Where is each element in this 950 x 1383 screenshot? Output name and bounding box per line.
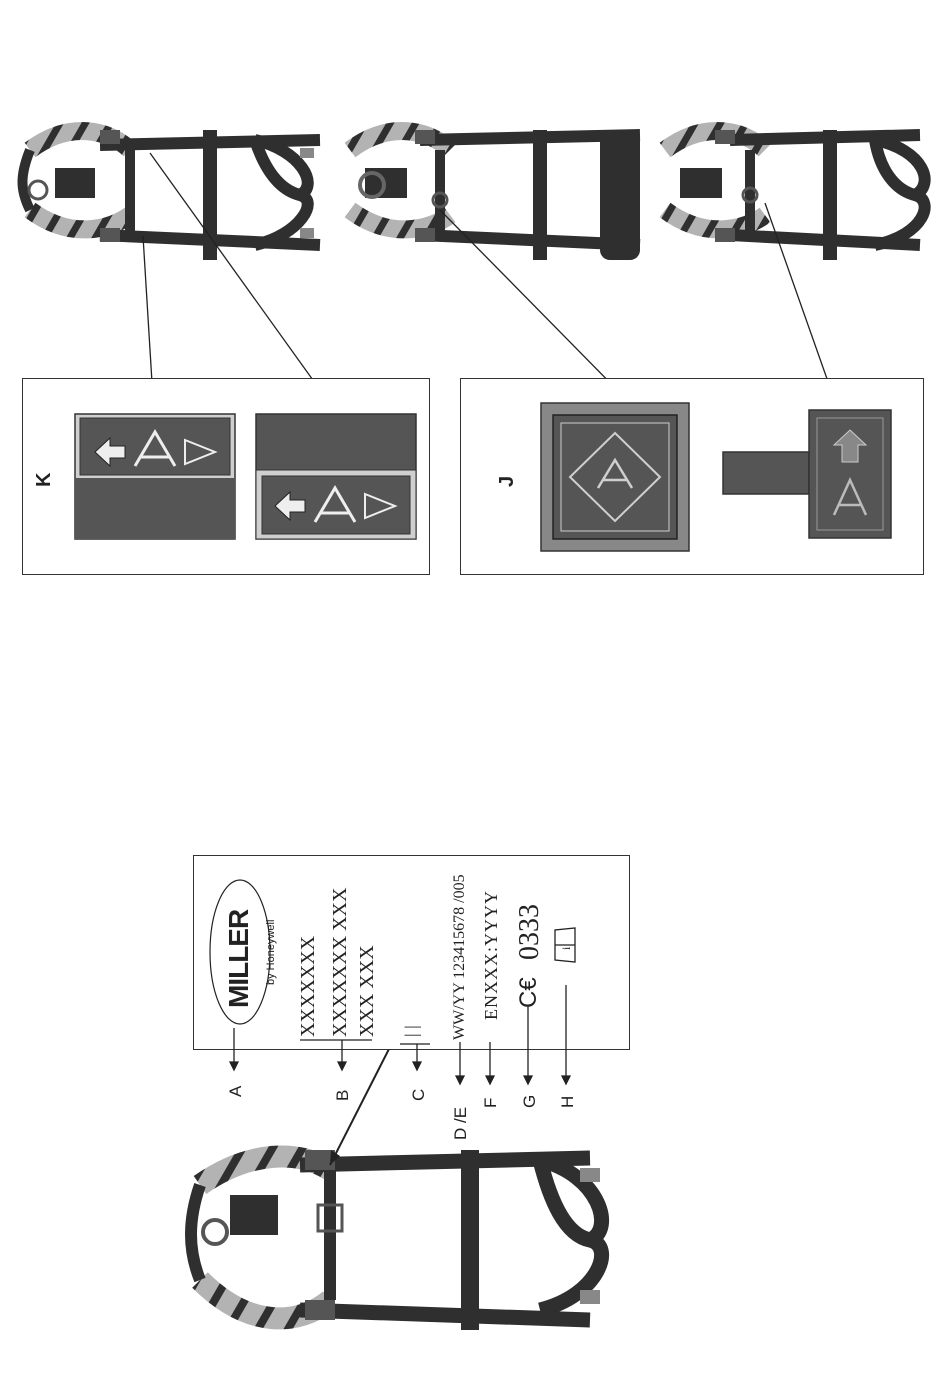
callout-f: F xyxy=(481,1098,501,1108)
svg-text:i: i xyxy=(559,946,573,950)
book-info-icon: i xyxy=(555,928,575,962)
callout-arrows xyxy=(230,985,570,1084)
callout-g: G xyxy=(520,1095,540,1108)
callout-c: C xyxy=(409,1089,429,1101)
callout-a: A xyxy=(226,1086,246,1097)
callout-de: D /E xyxy=(451,1107,471,1140)
callout-b: B xyxy=(333,1090,353,1101)
callout-h: H xyxy=(558,1096,578,1108)
